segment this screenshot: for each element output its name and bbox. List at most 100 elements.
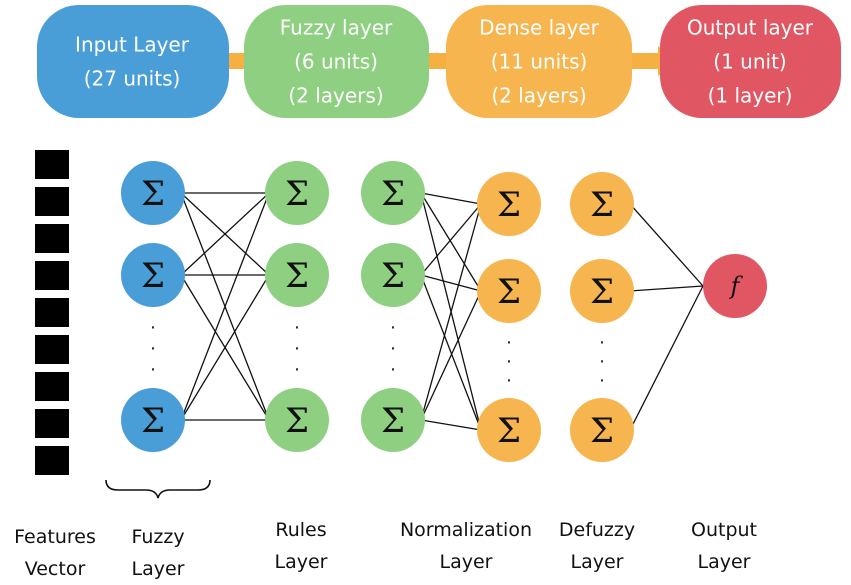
caption-1-line-2: Vector bbox=[25, 558, 86, 580]
connection-line bbox=[629, 285, 704, 431]
sigma-symbol: Σ bbox=[285, 256, 309, 296]
connection-line bbox=[420, 419, 482, 431]
features-vector bbox=[35, 150, 69, 475]
sigma-symbol: Σ bbox=[590, 411, 614, 451]
feature-square bbox=[35, 409, 69, 438]
defuzzy-node-a bbox=[477, 398, 541, 462]
connections bbox=[180, 192, 704, 431]
normalization-node bbox=[361, 243, 425, 307]
top-box-2-line-1: Fuzzy layer bbox=[280, 16, 393, 40]
connection-line bbox=[420, 290, 482, 421]
ellipsis-dot: · bbox=[390, 339, 396, 360]
defuzzy-node-b bbox=[570, 259, 634, 323]
feature-square bbox=[35, 372, 69, 401]
rules-node bbox=[265, 388, 329, 452]
curly-brace bbox=[105, 479, 211, 499]
ellipsis-dot: · bbox=[294, 339, 300, 360]
caption-3-line-2: Layer bbox=[275, 551, 328, 573]
sigma-symbol: Σ bbox=[141, 401, 165, 441]
ellipsis-dot: · bbox=[506, 352, 512, 373]
ellipsis-dot: · bbox=[599, 352, 605, 373]
sigma-symbol: Σ bbox=[497, 185, 521, 225]
top-box-2-line-3: (2 layers) bbox=[288, 84, 383, 108]
ellipsis-dot: · bbox=[599, 333, 605, 354]
ellipsis-dot: · bbox=[150, 360, 156, 381]
defuzzy-node-a bbox=[477, 259, 541, 323]
connection-line bbox=[180, 192, 270, 421]
rules-node bbox=[265, 161, 329, 225]
nodes: ΣΣΣ···ΣΣΣ···ΣΣΣ···ΣΣΣ···ΣΣΣ···f bbox=[121, 161, 767, 462]
ellipsis-dot: · bbox=[294, 318, 300, 339]
ellipsis-dot: · bbox=[506, 333, 512, 354]
ellipsis-dot: · bbox=[506, 371, 512, 392]
caption-5-line-2: Layer bbox=[571, 551, 624, 573]
sigma-symbol: Σ bbox=[590, 272, 614, 312]
ellipsis-dot: · bbox=[150, 318, 156, 339]
top-box-3-line-3: (2 layers) bbox=[491, 84, 586, 108]
top-box-2-line-2: (6 units) bbox=[294, 50, 378, 74]
feature-square bbox=[35, 335, 69, 364]
feature-square bbox=[35, 187, 69, 216]
top-box-2 bbox=[244, 5, 429, 118]
connection-line bbox=[629, 203, 704, 287]
sigma-symbol: Σ bbox=[590, 185, 614, 225]
defuzzy-node-b bbox=[570, 398, 634, 462]
normalization-node bbox=[361, 388, 425, 452]
connection-line bbox=[420, 203, 482, 421]
top-box-4-line-1: Output layer bbox=[687, 16, 814, 40]
caption-6-line-2: Layer bbox=[698, 551, 751, 573]
connection-line bbox=[420, 203, 482, 276]
caption-6-line-1: Output bbox=[691, 519, 757, 541]
connection-line bbox=[420, 192, 482, 205]
sigma-symbol: Σ bbox=[497, 411, 521, 451]
feature-square bbox=[35, 446, 69, 475]
connection-line bbox=[420, 192, 482, 292]
fuzzy-node bbox=[121, 243, 185, 307]
sigma-symbol: Σ bbox=[497, 272, 521, 312]
connection-line bbox=[629, 285, 704, 292]
sigma-symbol: Σ bbox=[285, 174, 309, 214]
top-box-3 bbox=[446, 5, 632, 118]
sigma-symbol: Σ bbox=[141, 256, 165, 296]
output-node bbox=[703, 254, 767, 318]
sigma-symbol: Σ bbox=[381, 174, 405, 214]
ellipsis-dot: · bbox=[150, 339, 156, 360]
caption-4-line-1: Normalization bbox=[400, 519, 532, 541]
feature-square bbox=[35, 150, 69, 179]
caption-5-line-1: Defuzzy bbox=[559, 519, 635, 541]
top-box-3-line-2: (11 units) bbox=[491, 50, 588, 74]
connection-line bbox=[420, 274, 482, 292]
ellipsis-dot: · bbox=[390, 360, 396, 381]
top-box-4 bbox=[660, 5, 841, 118]
defuzzy-node-a bbox=[477, 172, 541, 236]
fuzzy-node bbox=[121, 161, 185, 225]
top-boxes: Input Layer (27 units) Fuzzy layer (6 units… bbox=[37, 5, 841, 118]
top-box-1-line-2: (27 units) bbox=[84, 67, 181, 91]
connection-line bbox=[180, 192, 270, 276]
defuzzy-node-b bbox=[570, 172, 634, 236]
sigma-symbol: Σ bbox=[285, 401, 309, 441]
top-box-1-line-1: Input Layer bbox=[75, 33, 190, 57]
ellipsis-dot: · bbox=[390, 318, 396, 339]
feature-square bbox=[35, 298, 69, 327]
top-box-1 bbox=[37, 5, 229, 118]
caption-3-line-1: Rules bbox=[275, 519, 326, 541]
connection-line bbox=[420, 274, 482, 431]
ellipsis-dot: · bbox=[599, 371, 605, 392]
top-box-4-line-3: (1 layer) bbox=[708, 84, 793, 108]
sigma-symbol: Σ bbox=[141, 174, 165, 214]
feature-square bbox=[35, 224, 69, 253]
normalization-node bbox=[361, 161, 425, 225]
caption-2-line-1: Fuzzy bbox=[131, 526, 184, 548]
top-box-3-line-1: Dense layer bbox=[479, 16, 599, 40]
fuzzy-node bbox=[121, 388, 185, 452]
rules-node bbox=[265, 243, 329, 307]
feature-square bbox=[35, 261, 69, 290]
top-box-4-line-2: (1 unit) bbox=[713, 50, 786, 74]
caption-1-line-1: Features bbox=[14, 526, 96, 548]
sigma-symbol: Σ bbox=[381, 401, 405, 441]
fuzzy-brace bbox=[105, 479, 211, 499]
ellipsis-dot: · bbox=[294, 360, 300, 381]
